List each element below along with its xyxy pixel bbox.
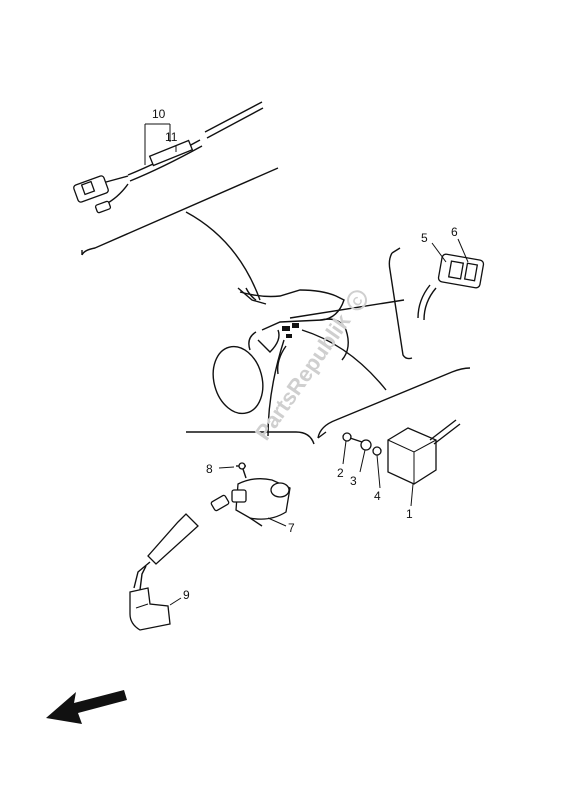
ignition-coil (231, 478, 291, 527)
motorcycle-outline (185, 211, 405, 437)
bolt-part (342, 432, 363, 443)
callout-2: 2 (337, 466, 344, 480)
switch-part (437, 253, 485, 289)
watermark-text: PartsRepublik (250, 309, 356, 445)
switch-panel (388, 238, 485, 360)
callout-1: 1 (406, 507, 413, 521)
callout-4: 4 (374, 489, 381, 503)
harness-connector (73, 175, 129, 214)
cdi-unit (387, 419, 461, 485)
callout-10: 10 (152, 107, 166, 121)
high-tension-lead (133, 494, 230, 591)
nut-part (372, 446, 382, 456)
callout-5: 5 (421, 231, 428, 245)
callout-7: 7 (288, 521, 295, 535)
callout-8: 8 (206, 462, 213, 476)
callout-11: 11 (165, 130, 178, 144)
callout-3: 3 (350, 474, 357, 488)
arrow-front-left-icon (46, 690, 127, 724)
callout-9: 9 (183, 588, 190, 602)
spark-plug-cap (129, 587, 182, 631)
cdi-panel (317, 367, 471, 507)
mounting-bolt (218, 462, 247, 479)
harness-panel (73, 101, 279, 256)
watermark: PartsRepublik C (250, 290, 368, 445)
callout-labels: 10 11 5 6 2 3 4 1 8 7 9 (152, 107, 458, 602)
washer-part (360, 439, 372, 451)
callout-6: 6 (451, 225, 458, 239)
lower-left-divider (186, 431, 315, 445)
